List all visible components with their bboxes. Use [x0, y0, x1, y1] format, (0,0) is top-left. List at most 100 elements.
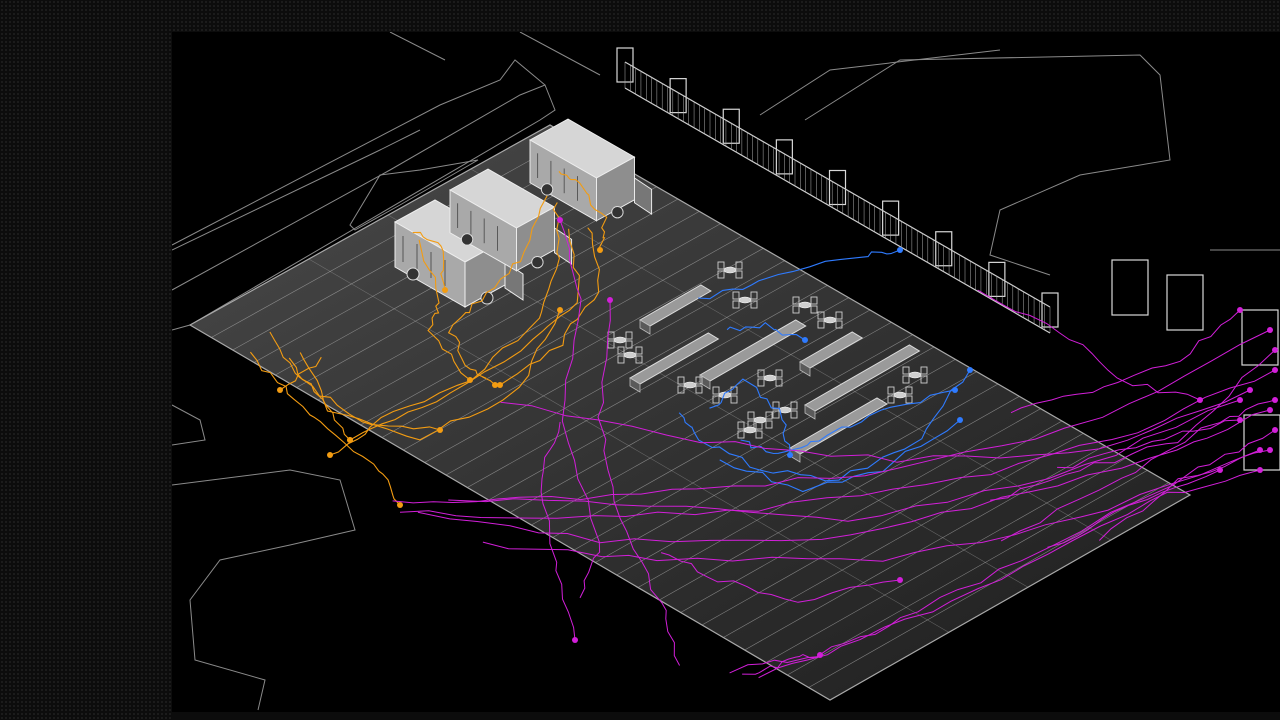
magenta-path-end [1272, 397, 1278, 403]
orange-path-end [492, 382, 498, 388]
blue-path-end [787, 452, 793, 458]
movement-path [399, 369, 1276, 519]
chair-icon [750, 300, 758, 309]
chair-icon [810, 305, 818, 314]
bottom-strip [172, 712, 1280, 720]
chair-icon [757, 369, 765, 378]
truck-cab [634, 177, 653, 215]
table-group [732, 291, 758, 309]
orange-path-end [467, 377, 473, 383]
chair-icon [835, 311, 843, 320]
plaza-stripe [765, 457, 1127, 663]
blue-path-end [967, 367, 973, 373]
chair-icon [817, 320, 825, 329]
plaza-stripe [424, 260, 785, 463]
chair-icon [772, 410, 780, 419]
plaza-stripe [339, 211, 700, 413]
bench-end [799, 361, 811, 377]
chair-icon [607, 340, 615, 349]
gate-post [1243, 414, 1280, 471]
chair-icon [677, 385, 685, 394]
chair-icon [717, 270, 725, 279]
bench-icon [629, 284, 921, 463]
movement-path [990, 349, 1276, 501]
chair-icon [735, 270, 743, 279]
plaza-stripe [808, 482, 1169, 688]
orange-path-end [347, 437, 353, 443]
chair-icon [737, 421, 745, 430]
side-panel [0, 0, 172, 720]
gate-post [1111, 259, 1149, 316]
table-icon [893, 391, 907, 399]
magenta-path-end [897, 577, 903, 583]
movement-path [977, 289, 1201, 401]
table-icon [683, 381, 697, 389]
truck-wheel [480, 291, 494, 305]
magenta-path-end [1272, 367, 1278, 373]
magenta-path-end [1247, 387, 1253, 393]
magenta-paths [392, 217, 1278, 679]
movement-path [1000, 399, 1276, 542]
chair-icon [765, 420, 773, 429]
orange-path-end [277, 387, 283, 393]
chair-icon [902, 366, 910, 375]
tables-and-chairs [607, 261, 928, 439]
movement-path [418, 239, 471, 381]
plaza-stripe [360, 223, 721, 426]
plaza-stripe [403, 248, 764, 451]
chair-icon [625, 340, 633, 349]
table-icon [908, 371, 922, 379]
plaza-stripe [659, 396, 1020, 601]
food-truck-icon [449, 168, 573, 272]
plaza-stripe [211, 137, 572, 338]
table-icon [778, 406, 792, 414]
movement-path [279, 356, 322, 391]
chair-icon [757, 378, 765, 387]
magenta-path-end [1257, 467, 1263, 473]
movement-path [269, 331, 441, 431]
plaza-grid [188, 124, 1192, 701]
movement-path [329, 202, 560, 456]
table-group [712, 386, 738, 404]
table-icon [718, 391, 732, 399]
orange-path-end [442, 287, 448, 293]
chair-icon [792, 305, 800, 314]
gate-post [1166, 274, 1204, 331]
chair-icon [635, 355, 643, 364]
chair-icon [732, 291, 740, 300]
plaza-stripe [445, 272, 807, 476]
table-icon [798, 301, 812, 309]
movement-path [412, 231, 446, 291]
magenta-path-end [1272, 427, 1278, 433]
chair-icon [905, 395, 913, 404]
chair-icon [747, 411, 755, 420]
bench-end [639, 319, 651, 335]
movement-path [540, 421, 576, 641]
top-strip [172, 0, 1280, 32]
chair-icon [810, 296, 818, 305]
plaza-stripe [680, 408, 1041, 613]
movement-path [482, 449, 1261, 562]
movement-path [758, 469, 1261, 679]
chair-icon [755, 421, 763, 430]
plaza-stripe [787, 470, 1148, 676]
orange-path-end [497, 382, 503, 388]
movement-path [709, 378, 791, 456]
table-icon [823, 316, 837, 324]
chair-icon [695, 376, 703, 385]
table-icon [623, 351, 637, 359]
chair-icon [755, 430, 763, 439]
table-icon [763, 374, 777, 382]
table-group [757, 369, 783, 387]
orange-path-end [597, 247, 603, 253]
plaza-stripe [573, 346, 935, 551]
table-group [617, 346, 643, 364]
chair-icon [732, 300, 740, 309]
movement-path [1098, 449, 1271, 541]
table-icon [613, 336, 627, 344]
plaza-stripe [509, 309, 871, 513]
chair-icon [817, 311, 825, 320]
truck-wheel [540, 183, 554, 196]
movement-path [1010, 309, 1241, 414]
movement-path [559, 219, 601, 599]
